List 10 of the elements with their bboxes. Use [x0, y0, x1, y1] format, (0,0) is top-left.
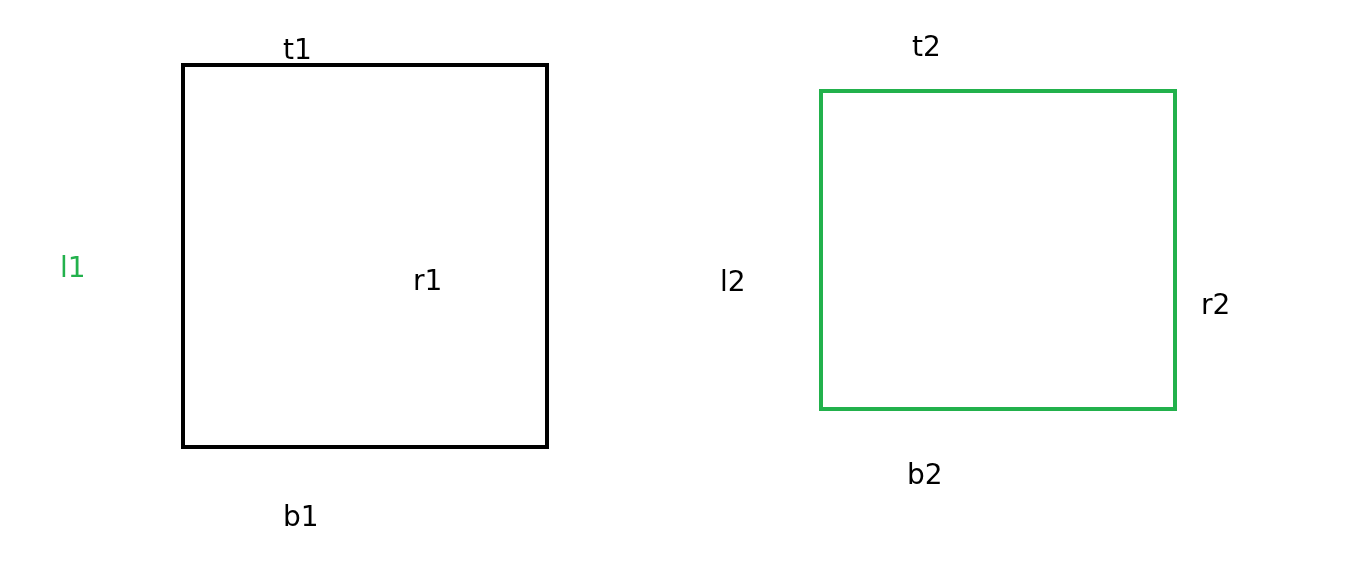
side-label: l2 — [720, 268, 746, 296]
rectangle-box — [819, 89, 1177, 411]
side-label: l1 — [60, 254, 86, 282]
side-label: r1 — [413, 267, 443, 295]
side-label: r2 — [1201, 291, 1231, 319]
side-label: t2 — [912, 33, 941, 61]
side-label: b1 — [283, 503, 319, 531]
side-label: b2 — [907, 461, 943, 489]
side-label: t1 — [283, 36, 312, 64]
rectangle-box — [181, 63, 549, 449]
